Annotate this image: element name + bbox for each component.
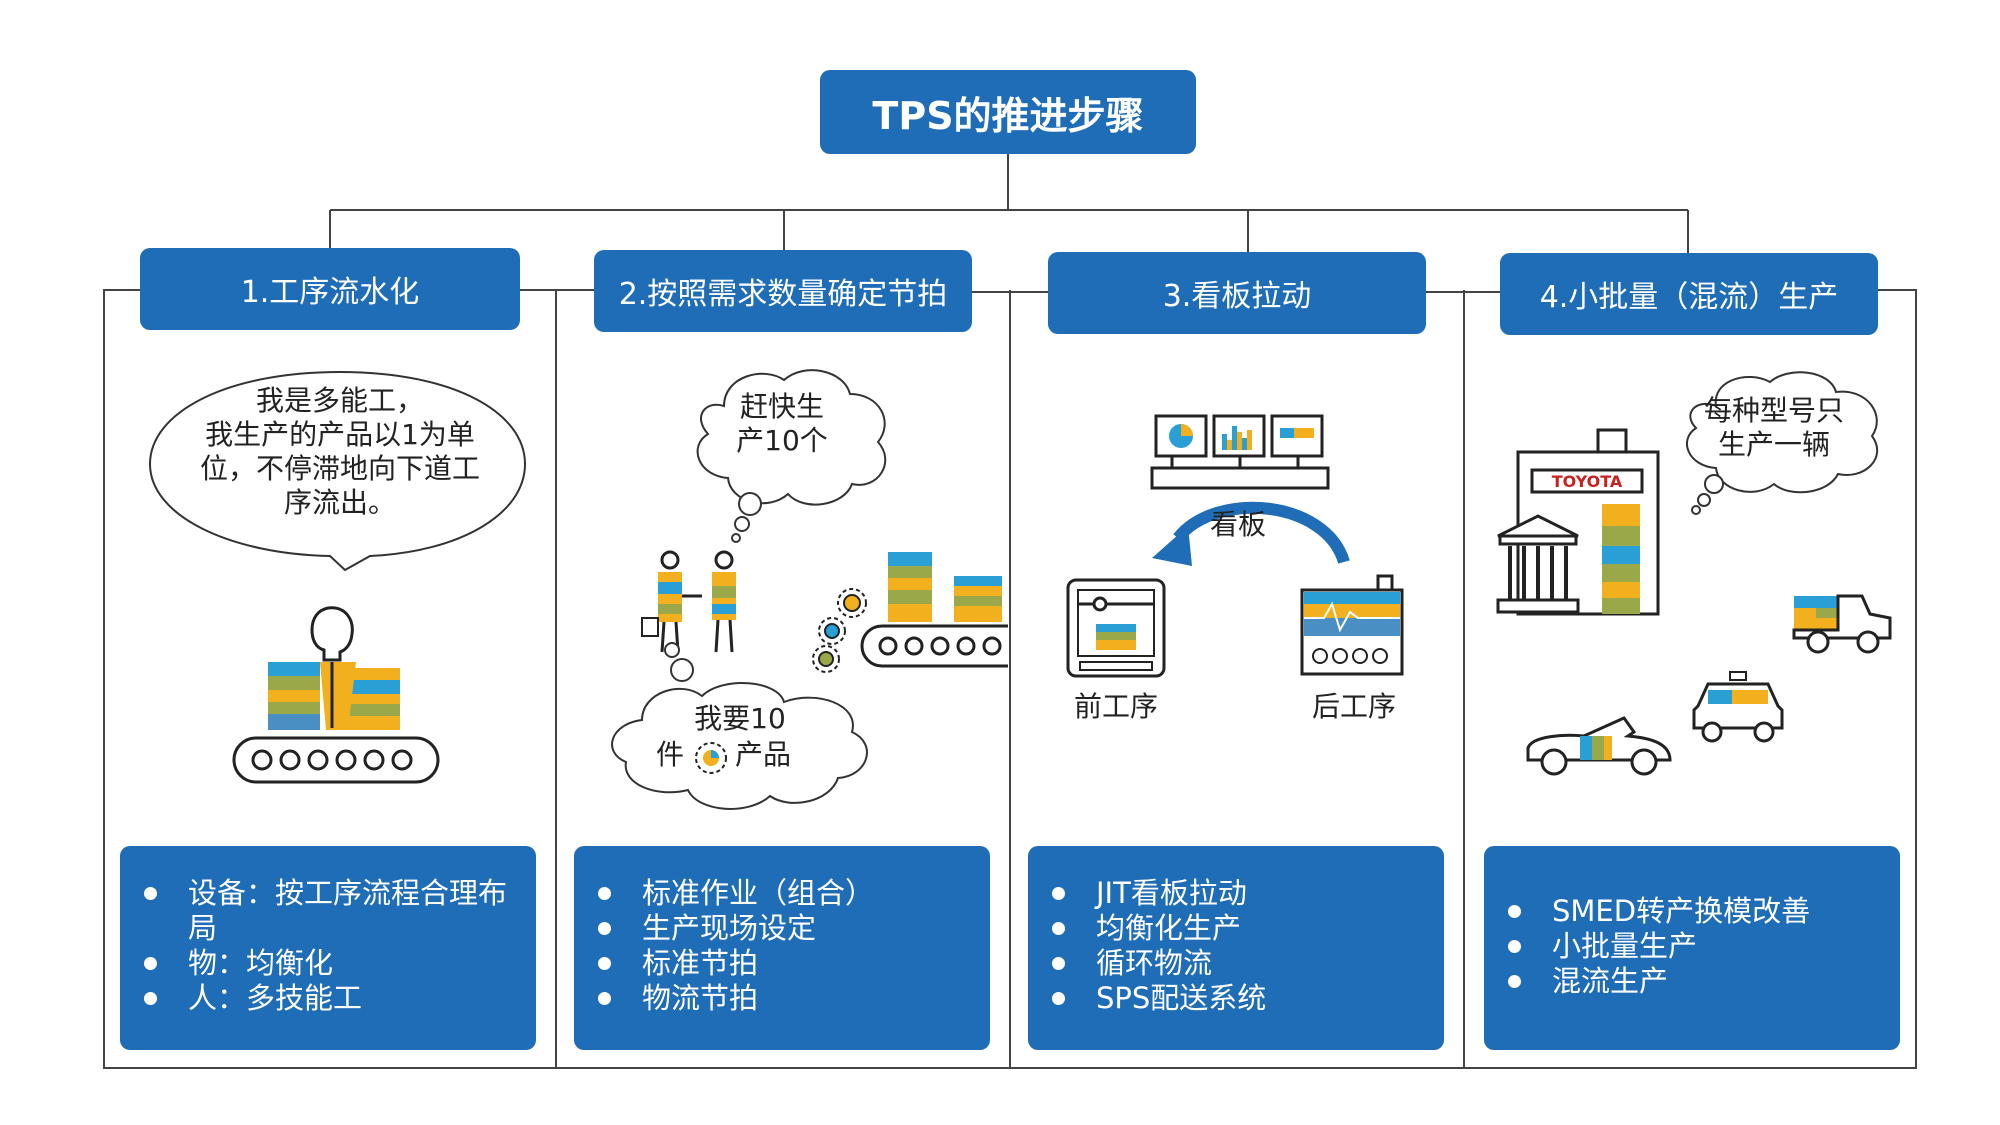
factory-sign: TOYOTA: [1551, 472, 1623, 491]
thought-cloud-top: [696, 369, 887, 543]
monitor-icon: [1150, 414, 1330, 490]
front-process-label: 前工序: [1073, 690, 1158, 723]
front-machine-icon: [1066, 578, 1166, 678]
step-4-points: SMED转产换模改善 小批量生产 混流生产: [1484, 846, 1900, 1050]
thought-bottom-line2b: 产品: [734, 738, 791, 771]
thought-bottom-line1: 我要10: [694, 702, 786, 735]
list-item: 标准节拍: [598, 946, 874, 981]
speech-bubble: [148, 370, 527, 572]
list-item: 混流生产: [1508, 964, 1810, 999]
product-gear-icon: [695, 742, 727, 774]
thought-right-text: 每种型号只 生产一辆: [1703, 394, 1844, 461]
thought-bottom-line2a: 件: [655, 738, 684, 771]
list-item: SPS配送系统: [1052, 981, 1266, 1016]
truck-icon: [1792, 594, 1892, 654]
step-3-header: 3.看板拉动: [1048, 252, 1426, 334]
list-item: 小批量生产: [1508, 929, 1810, 964]
thought-top-text: 赶快生 产10个: [736, 390, 828, 457]
conveyor-icon: [232, 736, 440, 784]
factory-icon: [1496, 428, 1660, 616]
back-machine-icon: [1300, 574, 1404, 676]
gear-icon: [812, 588, 867, 673]
step-2-header: 2.按照需求数量确定节拍: [594, 250, 972, 332]
page-title: TPS的推进步骤: [820, 70, 1196, 154]
back-process-label: 后工序: [1311, 690, 1396, 723]
list-item: JIT看板拉动: [1052, 876, 1266, 911]
list-item: 循环物流: [1052, 946, 1266, 981]
taxi-icon: [1692, 671, 1784, 743]
list-item: 均衡化生产: [1052, 911, 1266, 946]
step-1-header: 1.工序流水化: [140, 248, 520, 330]
list-item: SMED转产换模改善: [1508, 894, 1810, 929]
list-item: 生产现场设定: [598, 911, 874, 946]
list-item: 人：多技能工: [144, 981, 520, 1016]
thought-cloud-right: [1685, 371, 1879, 515]
step-2-points: 标准作业（组合） 生产现场设定 标准节拍 物流节拍: [574, 846, 990, 1050]
list-item: 设备：按工序流程合理布局: [144, 876, 520, 946]
speech-bubble-text: 我是多能工， 我生产的产品以1为单 位，不停滞地向下道工 序流出。: [199, 384, 480, 519]
people-icon: [641, 550, 736, 653]
step-4-header: 4.小批量（混流）生产: [1500, 253, 1878, 335]
step-1-points: 设备：按工序流程合理布局 物：均衡化 人：多技能工: [120, 846, 536, 1050]
worker-icon: [268, 606, 400, 730]
thought-cloud-bottom: [611, 642, 868, 810]
step-3-points: JIT看板拉动 均衡化生产 循环物流 SPS配送系统: [1028, 846, 1444, 1050]
kanban-label: 看板: [1209, 508, 1266, 541]
curved-arrow-icon: [1152, 501, 1350, 566]
list-item: 标准作业（组合）: [598, 876, 874, 911]
convertible-icon: [1526, 716, 1672, 776]
conveyor-with-goods-icon: [860, 552, 1008, 668]
list-item: 物：均衡化: [144, 946, 520, 981]
list-item: 物流节拍: [598, 981, 874, 1016]
